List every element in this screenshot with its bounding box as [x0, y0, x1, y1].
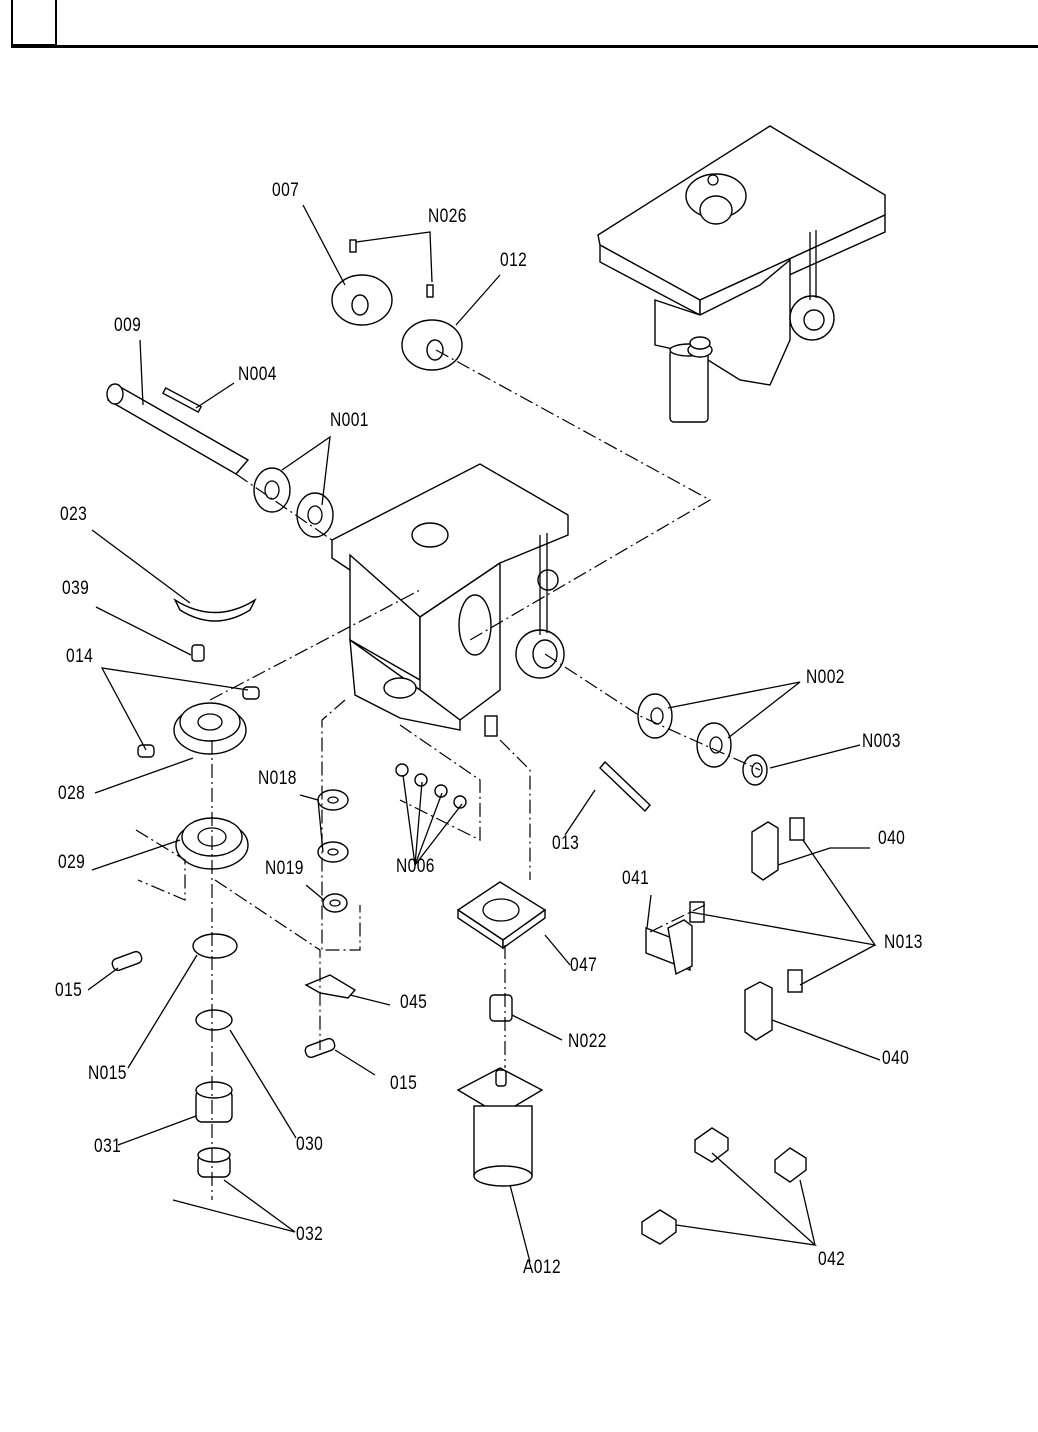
plate-045	[306, 975, 355, 998]
spring-015-a	[111, 950, 143, 972]
callout-N018: N018	[258, 768, 297, 790]
coupling-031	[196, 1082, 232, 1122]
callout-032: 032	[296, 1224, 323, 1246]
assembled-unit-illustration	[598, 126, 885, 422]
callout-N006: N006	[396, 856, 435, 878]
collar-014-b	[243, 687, 259, 699]
coupling-N022	[490, 995, 512, 1021]
collar-014-a	[138, 745, 154, 757]
e-ring-N006-1	[396, 764, 408, 776]
callout-042: 042	[818, 1249, 845, 1271]
callout-014: 014	[66, 646, 93, 668]
collar-039	[192, 645, 204, 661]
callout-047: 047	[570, 955, 597, 977]
clamp-block-042-a	[695, 1128, 728, 1162]
clamp-N015	[193, 934, 237, 958]
key-N004	[163, 388, 201, 412]
callout-030: 030	[296, 1134, 323, 1156]
cam-007	[332, 275, 392, 325]
callout-023: 023	[60, 504, 87, 526]
callout-N003: N003	[862, 731, 901, 753]
callout-015-left: 015	[55, 980, 82, 1002]
set-screw-N026-a	[350, 240, 356, 252]
assembly-line	[400, 725, 480, 840]
clamp-block-042-b	[775, 1148, 806, 1182]
bracket-040-b	[745, 970, 802, 1040]
callout-N026: N026	[428, 206, 467, 228]
callout-012: 012	[500, 250, 527, 272]
nut-N019	[323, 894, 347, 912]
callout-029: 029	[58, 852, 85, 874]
coupling-032	[198, 1148, 230, 1177]
callout-N019: N019	[265, 858, 304, 880]
callout-N022: N022	[568, 1031, 607, 1053]
callout-040-upper: 040	[878, 828, 905, 850]
ring-030	[196, 1010, 232, 1030]
motor-A012	[458, 1068, 542, 1186]
callout-N001: N001	[330, 410, 369, 432]
bracket-040-a	[752, 818, 804, 880]
callout-009: 009	[114, 315, 141, 337]
callout-040-lower: 040	[882, 1048, 909, 1070]
nut-N003	[743, 755, 767, 785]
callout-A012: A012	[523, 1257, 561, 1279]
shaft-013	[600, 762, 650, 811]
callout-N015: N015	[88, 1063, 127, 1085]
assembly-line	[322, 700, 360, 950]
gear-028	[174, 703, 246, 754]
bearing-N001-b	[297, 493, 333, 537]
callout-013: 013	[552, 833, 579, 855]
bearing-N002-a	[638, 694, 672, 738]
motor-plate-047	[458, 882, 545, 948]
cam-012	[402, 320, 462, 370]
callout-045: 045	[400, 992, 427, 1014]
callout-031: 031	[94, 1136, 121, 1158]
set-screw-N026-b	[427, 285, 433, 297]
callout-007: 007	[272, 180, 299, 202]
callout-N002: N002	[806, 667, 845, 689]
callout-028: 028	[58, 783, 85, 805]
plate-023	[175, 600, 255, 621]
callout-N004: N004	[238, 364, 277, 386]
bearing-N002-b	[697, 723, 731, 767]
assembly-line	[500, 740, 530, 880]
callout-N013: N013	[884, 932, 923, 954]
callout-015-right: 015	[390, 1073, 417, 1095]
callout-041: 041	[622, 868, 649, 890]
callout-039: 039	[62, 578, 89, 600]
e-ring-N006-2	[415, 774, 427, 786]
main-housing	[332, 464, 568, 736]
clamp-block-042-c	[642, 1210, 676, 1244]
